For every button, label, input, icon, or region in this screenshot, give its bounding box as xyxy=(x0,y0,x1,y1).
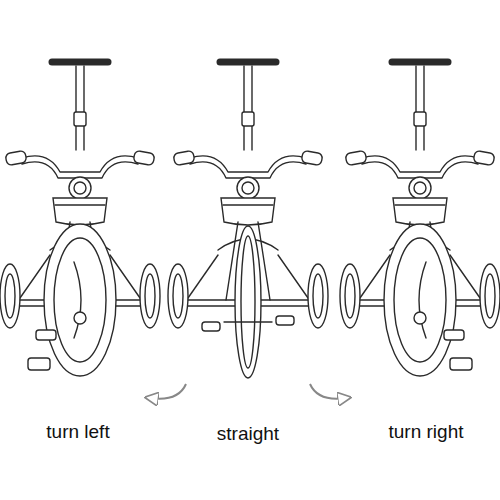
view-caption: straight xyxy=(183,423,313,445)
view-caption: turn left xyxy=(13,421,143,443)
turn-arrow xyxy=(310,384,346,399)
turn-arrow xyxy=(150,384,186,399)
tricycle-turn-left xyxy=(0,62,160,376)
tricycle-turn-right xyxy=(340,62,500,376)
tricycle-straight xyxy=(168,62,328,378)
view-caption: turn right xyxy=(361,421,491,443)
